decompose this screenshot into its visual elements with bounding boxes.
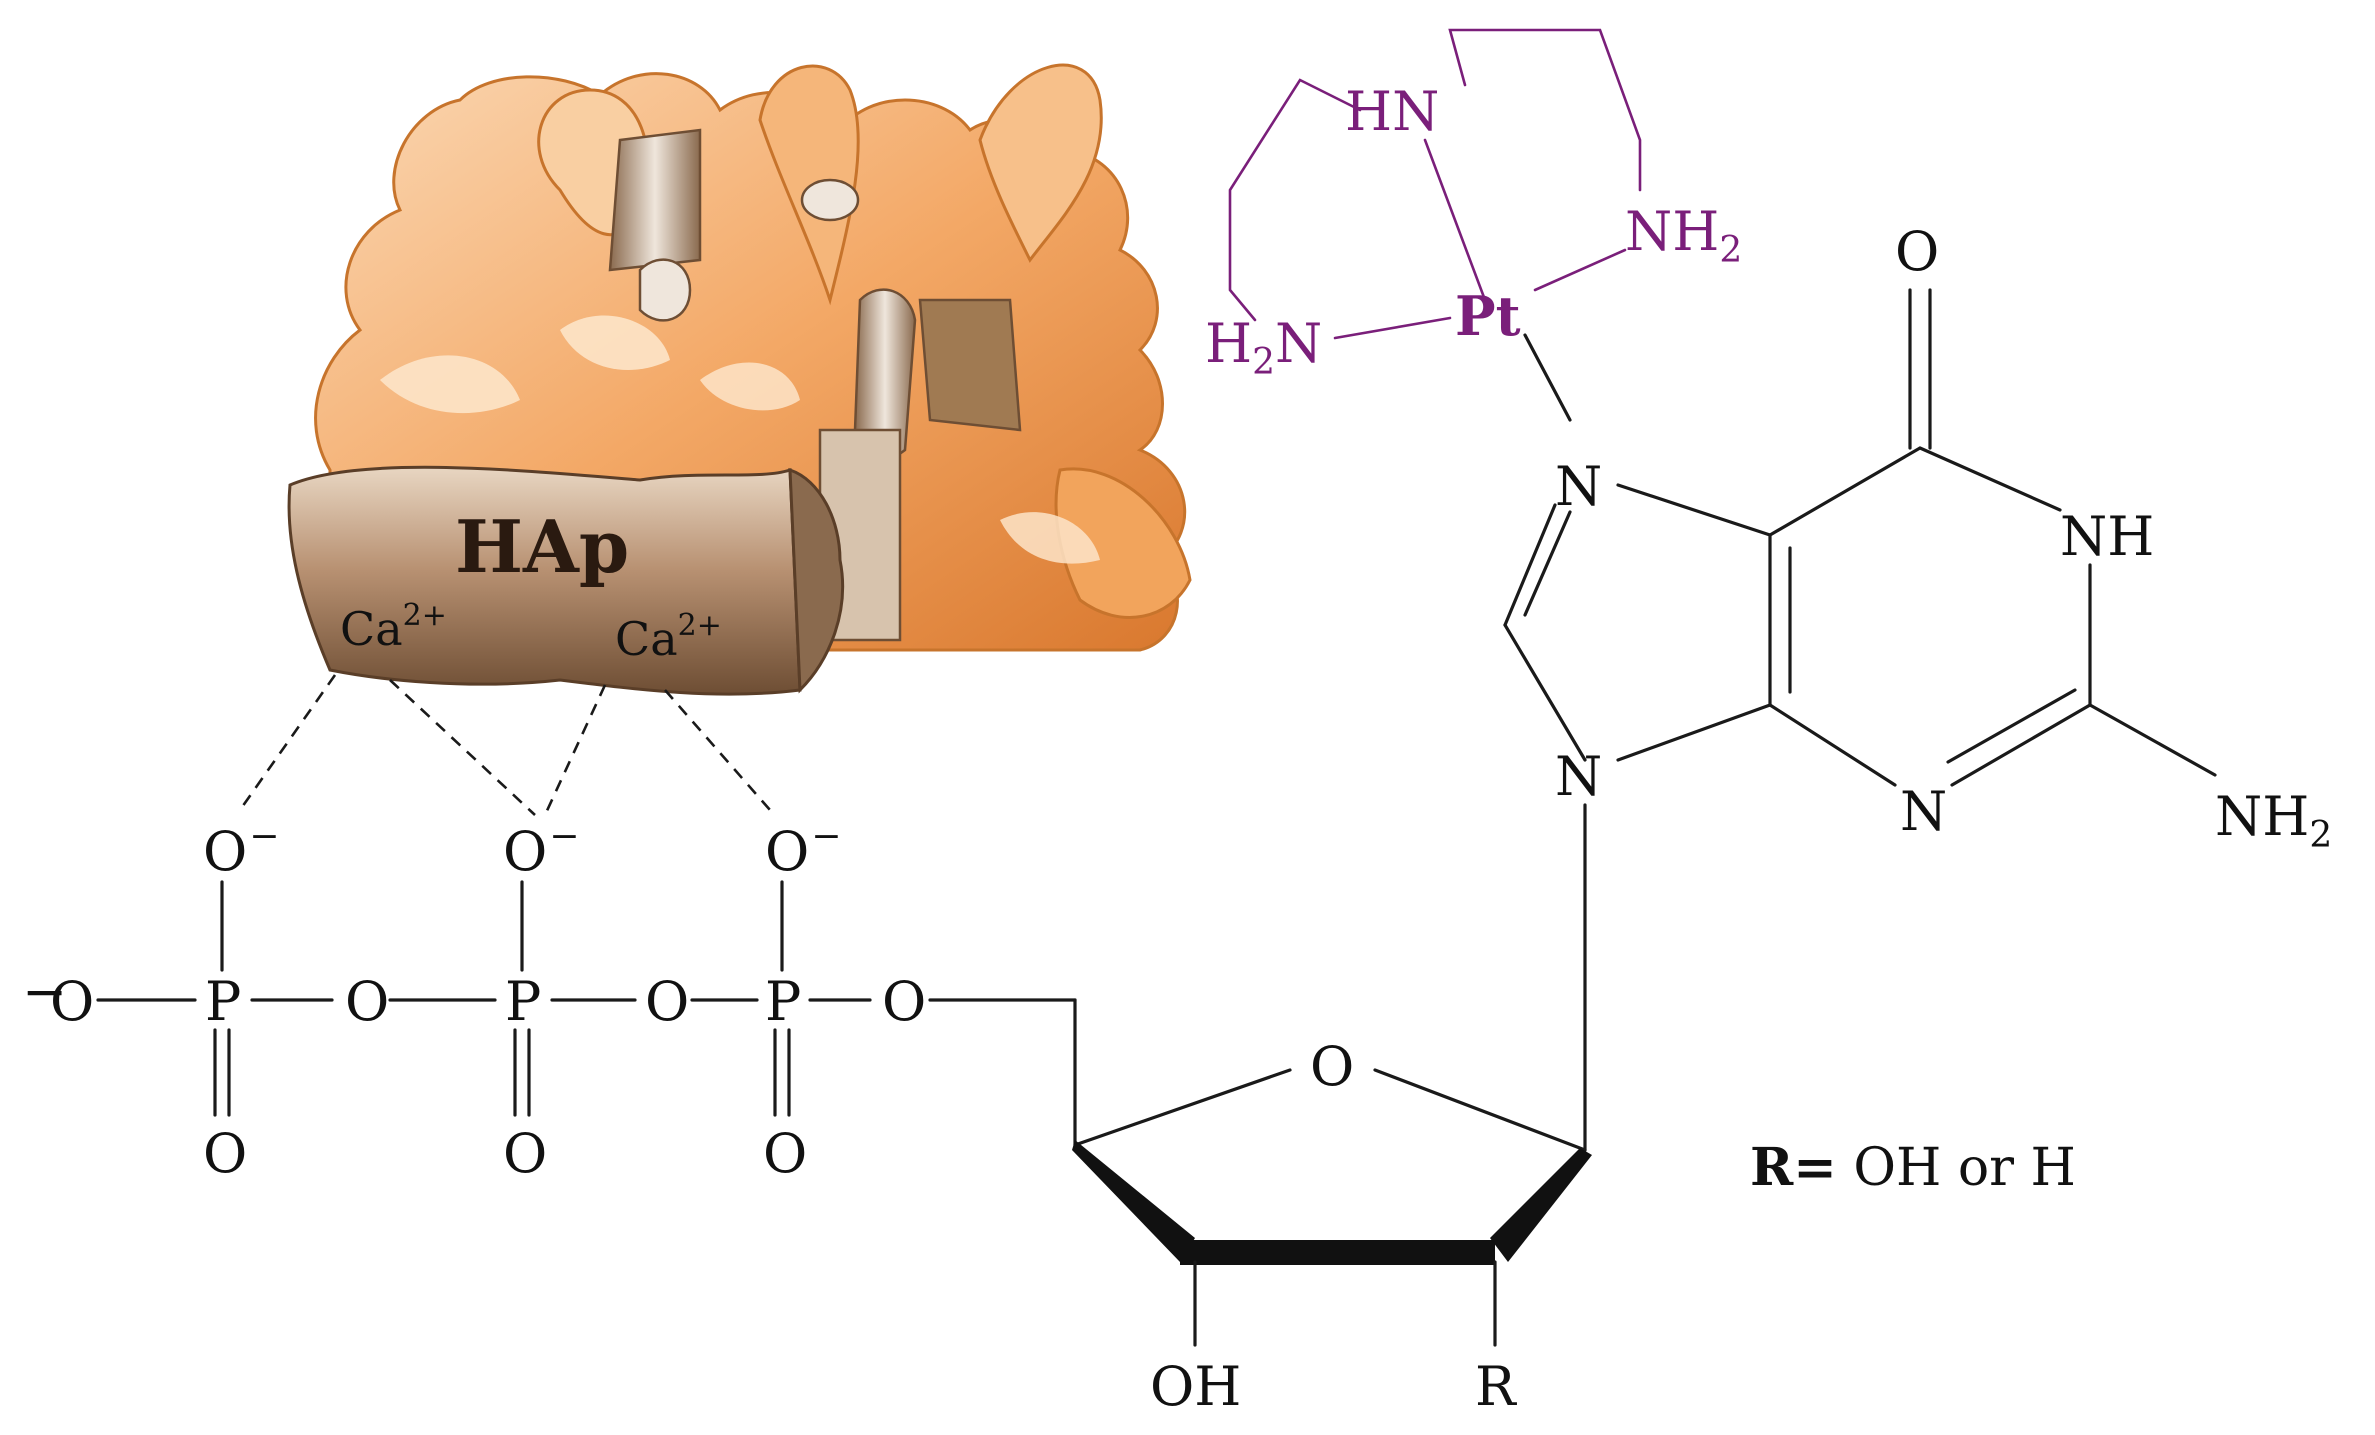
o-bottom-2: O: [503, 1122, 547, 1185]
bone-highlight-1: [380, 355, 520, 414]
bone-process-2: [978, 63, 1103, 263]
dashed-bond-3: [543, 684, 607, 816]
bone-cavity-3: [638, 258, 692, 322]
wedge-c2-c1: [1490, 1148, 1592, 1262]
bone-cavity-1: [608, 128, 702, 272]
secondary-amine-hn: HN: [1345, 80, 1439, 143]
nitrogen-n1-h: NH: [2060, 505, 2154, 568]
bone-highlight-4: [1000, 512, 1100, 564]
o-bottom-1: O: [203, 1122, 247, 1185]
ribose-sugar: O OH R: [1072, 803, 1592, 1418]
ring-oxygen: O: [1310, 1035, 1354, 1098]
o-bottom-3: O: [763, 1122, 807, 1185]
o-bridge-1: O: [345, 970, 389, 1033]
hap-block-side: [788, 467, 845, 694]
r-substituent: R: [1475, 1355, 1517, 1418]
bold-c3-c2: [1180, 1240, 1495, 1265]
dashed-bond-2: [389, 679, 536, 816]
hap-block: [287, 465, 802, 696]
carbonyl-oxygen: O: [1895, 220, 1939, 283]
nitrogen-n9: N: [1555, 745, 1602, 808]
ca-phosphate-interactions: [238, 674, 771, 816]
bone-highlight-3: [700, 362, 800, 411]
phosphorus-2: P: [505, 970, 541, 1033]
platinum-atom: Pt: [1455, 284, 1521, 348]
amine-nh2-right: NH2: [1625, 200, 1742, 271]
bone-cavity-4: [918, 298, 1022, 432]
ca-label-right: Ca2+: [615, 608, 722, 666]
amine-h2n-left: H2N: [1205, 312, 1322, 383]
wedge-c4-c3: [1072, 1140, 1195, 1262]
o-bridge-2: O: [645, 970, 689, 1033]
o-top-3: O−: [765, 816, 841, 883]
triphosphate-chain: − O P O P O P O O− O− O− O O O: [22, 816, 1077, 1185]
hap-label: HAp: [455, 504, 629, 589]
guanine-base: O N N NH N NH2: [1503, 220, 2332, 856]
o-terminal-left: O: [50, 970, 94, 1033]
r-definition: R= OH or H: [1750, 1137, 2076, 1198]
nitrogen-n7: N: [1555, 455, 1602, 518]
bone-highlight-2: [560, 315, 670, 370]
hydroxyl-3prime: OH: [1150, 1355, 1241, 1418]
o-bridge-3: O: [882, 970, 926, 1033]
dashed-bond-1: [238, 674, 337, 811]
bone-illustration: HAp Ca2+ Ca2+: [287, 63, 1192, 696]
phosphorus-3: P: [765, 970, 801, 1033]
o-top-1: O−: [203, 816, 279, 883]
platinum-complex: Pt HN NH2 H2N: [1205, 28, 1742, 422]
ca-label-left: Ca2+: [340, 598, 447, 656]
bone-cavity-5: [800, 178, 860, 222]
dashed-bond-4: [664, 689, 771, 811]
phosphorus-1: P: [205, 970, 241, 1033]
nitrogen-n3: N: [1900, 780, 1947, 843]
o-minus-charge-left: −: [22, 960, 67, 1023]
o-top-2: O−: [503, 816, 579, 883]
amino-group: NH2: [2215, 785, 2332, 856]
